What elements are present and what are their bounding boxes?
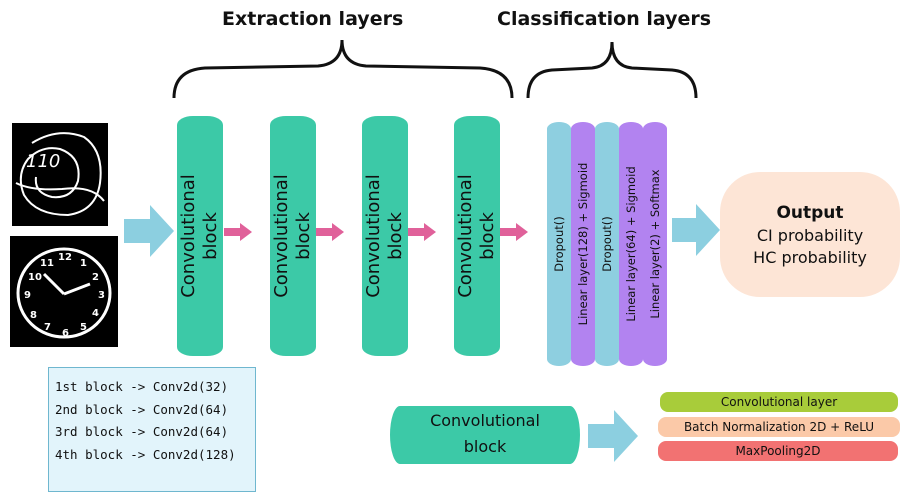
svg-text:1: 1 [80, 258, 87, 269]
svg-text:110: 110 [26, 151, 60, 172]
extraction-layers-heading: Extraction layers [222, 8, 404, 30]
legend-line: 2nd block -> Conv2d(64) [55, 401, 229, 417]
spiral-drawing-image: 110 [12, 123, 108, 226]
svg-text:5: 5 [80, 322, 87, 333]
conv-block-label: Convolutional block [455, 174, 498, 298]
dropout-layer-label: Dropout() [552, 216, 566, 272]
conv-block-3: Convolutional block [362, 116, 408, 356]
linear-layer-label: Linear layer(64) + Sigmoid [624, 166, 638, 322]
detail-conv-block-label: Convolutional block [430, 411, 540, 456]
svg-text:4: 4 [92, 308, 99, 319]
svg-text:12: 12 [58, 252, 72, 263]
svg-text:11: 11 [40, 258, 54, 269]
output-title: Output [776, 203, 844, 223]
legend-line: 1st block -> Conv2d(32) [55, 379, 229, 394]
svg-text:2: 2 [92, 272, 99, 283]
block-arrow-2 [316, 223, 344, 241]
input-arrow [124, 205, 174, 257]
block-legend: 1st block -> Conv2d(32) 2nd block -> Con… [48, 367, 256, 492]
svg-text:3: 3 [98, 290, 105, 301]
extraction-brace [172, 39, 514, 99]
conv-block-label: Convolutional block [271, 174, 314, 298]
conv-block-1: Convolutional block [177, 116, 223, 356]
block-arrow-4 [500, 223, 528, 241]
svg-text:7: 7 [44, 322, 51, 333]
linear-layer-label: Linear layer(128) + Sigmoid [576, 162, 590, 326]
linear-layer-label: Linear layer(2) + Softmax [648, 169, 662, 319]
detail-conv-block: Convolutional block [390, 406, 580, 464]
batchnorm-relu-bar: Batch Normalization 2D + ReLU [658, 417, 900, 437]
classification-brace [526, 41, 698, 99]
svg-text:6: 6 [62, 328, 69, 339]
output-ci-probability: CI probability [756, 226, 864, 245]
conv-block-4: Convolutional block [454, 116, 500, 356]
convolutional-layer-bar: Convolutional layer [660, 392, 898, 412]
dropout-layer-1: Dropout() [547, 122, 571, 366]
linear-layer-128: Linear layer(128) + Sigmoid [571, 122, 595, 366]
output-box: Output CI probability HC probability [720, 172, 900, 297]
maxpooling-bar: MaxPooling2D [658, 441, 898, 461]
block-arrow-1 [224, 223, 252, 241]
svg-text:8: 8 [30, 310, 37, 321]
linear-layer-2: Linear layer(2) + Softmax [643, 122, 667, 366]
block-arrow-3 [408, 223, 436, 241]
output-arrow [672, 204, 720, 256]
dropout-layer-label: Dropout() [600, 216, 614, 272]
classification-layers-heading: Classification layers [497, 8, 712, 30]
linear-layer-64: Linear layer(64) + Sigmoid [619, 122, 643, 366]
output-hc-probability: HC probability [753, 248, 867, 267]
detail-arrow [588, 410, 638, 462]
svg-text:9: 9 [24, 290, 31, 301]
conv-block-2: Convolutional block [270, 116, 316, 356]
svg-text:10: 10 [28, 272, 42, 283]
conv-block-label: Convolutional block [363, 174, 406, 298]
conv-block-label: Convolutional block [178, 174, 221, 298]
dropout-layer-2: Dropout() [595, 122, 619, 366]
legend-line: 4th block -> Conv2d(128) [55, 446, 236, 462]
legend-line: 3rd block -> Conv2d(64) [55, 424, 229, 439]
